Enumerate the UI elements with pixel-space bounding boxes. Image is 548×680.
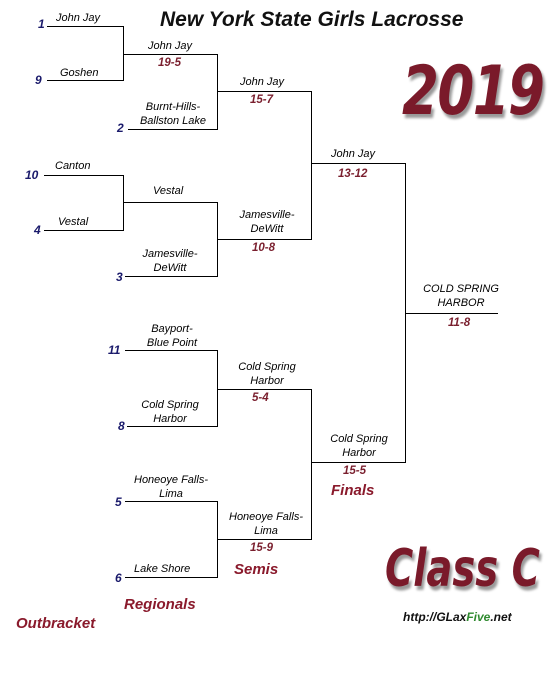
line-q2 [217, 239, 312, 240]
team-semi-2-line2: Harbor [342, 447, 376, 459]
line-r3-top [125, 350, 218, 351]
line-final [405, 313, 498, 314]
site-url-prefix: http://GLax [403, 610, 467, 624]
line-ob2-join [123, 175, 124, 231]
score-regional-2: 10-8 [252, 242, 276, 254]
line-q34-join [311, 389, 312, 540]
team-outbracket-1: John Jay [56, 12, 101, 24]
team-regional-5: Bayport- Blue Point [132, 322, 212, 350]
score-semi-1: 13-12 [338, 168, 368, 180]
team-regional-7-line1: Honeoye Falls- [134, 474, 208, 486]
team-quarter-3-line2: Harbor [250, 375, 284, 387]
seed-1: 1 [38, 17, 45, 31]
team-semi-1: John Jay [331, 148, 376, 160]
line-ob2-top [44, 175, 124, 176]
line-s2 [311, 462, 406, 463]
round-label-semis: Semis [234, 561, 279, 578]
champion-team-line2: HARBOR [437, 297, 485, 309]
team-quarter-3: Cold Spring Harbor [225, 360, 309, 388]
team-semi-2-line1: Cold Spring [330, 433, 388, 445]
line-q12-join [311, 91, 312, 240]
site-url[interactable]: http://GLaxFive.net [403, 610, 512, 624]
team-regional-2: Burnt-Hills- Ballston Lake [130, 100, 216, 128]
line-q3 [217, 389, 312, 390]
line-r4-top [125, 501, 218, 502]
team-regional-3: Vestal [153, 185, 184, 197]
team-quarter-2: Jamesville- DeWitt [225, 208, 309, 236]
team-quarter-4: Honeoye Falls- Lima [219, 510, 313, 538]
seed-5: 5 [115, 495, 122, 509]
line-ob2-bottom [44, 230, 124, 231]
round-label-regionals: Regionals [124, 596, 196, 613]
team-regional-7: Honeoye Falls- Lima [126, 473, 216, 501]
seed-6: 6 [115, 571, 122, 585]
team-regional-2-line2: Ballston Lake [139, 115, 207, 127]
team-regional-6-line2: Harbor [153, 413, 187, 425]
team-regional-6: Cold Spring Harbor [130, 398, 210, 426]
seed-10: 10 [25, 168, 39, 182]
team-regional-1: John Jay [148, 40, 193, 52]
line-r4-bottom [125, 577, 218, 578]
seed-2: 2 [117, 121, 124, 135]
seed-9: 9 [35, 73, 42, 87]
line-r1-join [217, 54, 218, 130]
score-regional-4: 15-9 [250, 542, 274, 554]
round-label-finals: Finals [331, 482, 375, 499]
line-ob1-bottom [47, 80, 124, 81]
line-r3-bottom [127, 426, 218, 427]
seed-11: 11 [108, 343, 121, 357]
team-outbracket-2: Goshen [60, 67, 99, 79]
score-outbracket-1: 19-5 [158, 57, 182, 69]
team-quarter-2-line2: DeWitt [250, 223, 284, 235]
line-q1 [217, 91, 312, 92]
team-quarter-3-line1: Cold Spring [238, 361, 296, 373]
line-ob1-top [47, 26, 124, 27]
champion-team-line1: COLD SPRING [423, 283, 499, 295]
score-semi-2: 15-5 [343, 465, 367, 477]
year-logo: 2019 [402, 52, 545, 131]
seed-8: 8 [118, 419, 125, 433]
team-regional-4-line1: Jamesville- [142, 248, 198, 260]
line-r1-bottom [128, 129, 218, 130]
page-title: New York State Girls Lacrosse [160, 8, 464, 31]
round-label-outbracket: Outbracket [16, 615, 96, 632]
team-semi-2: Cold Spring Harbor [315, 432, 403, 460]
team-quarter-2-line1: Jamesville- [239, 209, 295, 221]
score-regional-3: 5-4 [252, 392, 269, 404]
team-regional-4-line2: DeWitt [153, 262, 187, 274]
team-regional-7-line2: Lima [159, 488, 183, 500]
line-s1 [311, 163, 406, 164]
team-outbracket-3: Canton [55, 160, 91, 172]
score-final: 11-8 [448, 317, 471, 329]
class-logo: Class C [385, 539, 540, 599]
site-url-highlight: Five [466, 610, 491, 624]
line-q4 [217, 539, 312, 540]
team-regional-5-line2: Blue Point [146, 337, 198, 349]
seed-4: 4 [34, 223, 41, 237]
score-regional-1: 15-7 [250, 94, 274, 106]
line-r3-join [217, 350, 218, 427]
team-quarter-4-line2: Lima [254, 525, 278, 537]
team-regional-6-line1: Cold Spring [141, 399, 199, 411]
team-regional-8: Lake Shore [134, 563, 191, 575]
line-r2-bottom [125, 276, 218, 277]
line-r2-top [123, 202, 218, 203]
team-regional-4: Jamesville- DeWitt [130, 247, 210, 275]
team-quarter-1: John Jay [240, 76, 285, 88]
team-regional-2-line1: Burnt-Hills- [145, 101, 201, 113]
team-outbracket-4: Vestal [58, 216, 89, 228]
seed-3: 3 [116, 270, 123, 284]
site-url-suffix: .net [490, 610, 512, 624]
team-regional-5-line1: Bayport- [151, 323, 193, 335]
line-ob1-join [123, 26, 124, 81]
team-quarter-4-line1: Honeoye Falls- [229, 511, 303, 523]
champion-team: COLD SPRING HARBOR [410, 282, 512, 310]
line-r1-top [123, 54, 218, 55]
